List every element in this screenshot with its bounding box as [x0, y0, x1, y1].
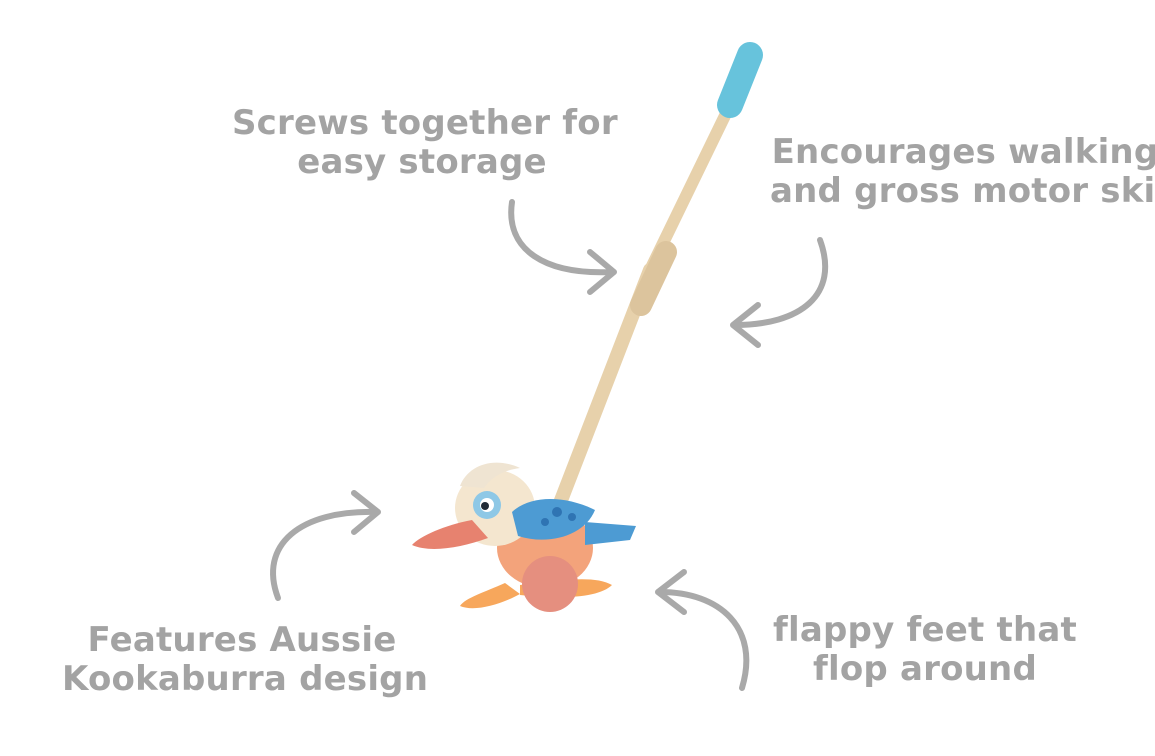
bird-wheel [522, 556, 578, 612]
bird-beak [412, 520, 488, 549]
wing-spot [568, 513, 576, 521]
wing-spot [541, 518, 549, 526]
kookaburra-toy [412, 462, 636, 612]
screw-connector [630, 241, 677, 316]
callout-feet: flappy feet that flop around [750, 610, 1100, 690]
push-stick [553, 42, 763, 510]
callout-walking-line-1: Encourages walking [771, 132, 1155, 172]
callout-storage: Screws together for easy storage [232, 103, 618, 183]
callout-feet-line-1: flappy feet that [773, 610, 1077, 650]
callout-feet-line-2: flop around [813, 649, 1037, 690]
upper-stick-segment [644, 89, 741, 276]
bird-foot-front [460, 583, 520, 609]
callout-design-line-1: Features Aussie [87, 620, 397, 660]
stick-handle [717, 42, 763, 118]
bird-wing [512, 498, 595, 540]
bird-eye-pupil [481, 502, 489, 510]
curved-arrow-right-icon [270, 490, 381, 601]
callout-walking-line-2: and gross motor skills [770, 171, 1155, 212]
wing-spot [552, 507, 562, 517]
curved-arrow-right-icon [508, 199, 617, 295]
callout-storage-line-2: easy storage [297, 142, 547, 183]
callout-walking: Encourages walking and gross motor skill… [770, 132, 1155, 212]
callout-design-line-2: Kookaburra design [62, 659, 429, 700]
bird-tail [585, 522, 636, 545]
curved-arrow-left-icon [730, 237, 828, 348]
callout-storage-line-1: Screws together for [232, 103, 618, 143]
bird-crest [460, 462, 520, 488]
curved-arrow-left-icon [655, 569, 750, 691]
callout-design: Features Aussie Kookaburra design [62, 620, 429, 700]
